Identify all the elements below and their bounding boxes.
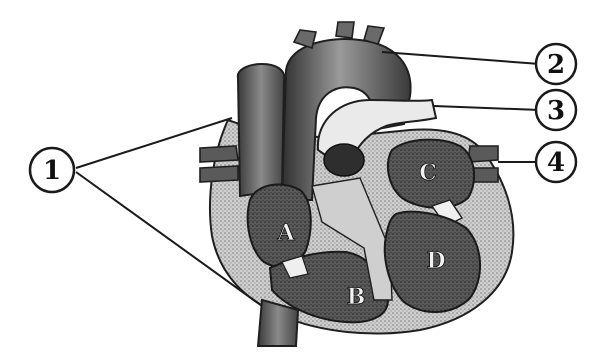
callout-1: 1 [30,148,74,192]
callout-3: 3 [536,90,576,130]
callout-2-label: 2 [547,50,565,80]
chamber-label-d: D [426,248,445,274]
callout-1-label: 1 [43,156,61,186]
chamber-label-c: C [419,160,437,186]
callout-2: 2 [536,44,576,84]
leader-line-3 [434,106,540,110]
callout-3-label: 3 [547,96,565,126]
callout-4: 4 [536,142,576,182]
callout-4-label: 4 [547,148,565,178]
pulmonary-vein-left-upper [200,146,238,162]
superior-vena-cava [238,64,284,196]
aortic-branch-3 [364,26,384,44]
aortic-branch-1 [294,30,316,48]
chamber-label-b: B [347,284,366,310]
pulmonary-vein-left-lower [200,166,238,182]
aortic-valve [324,144,364,176]
pulmonary-vein-right-upper [468,146,498,162]
leader-line-2 [382,52,540,64]
chamber-label-a: A [276,220,295,246]
aortic-branch-2 [336,22,354,38]
